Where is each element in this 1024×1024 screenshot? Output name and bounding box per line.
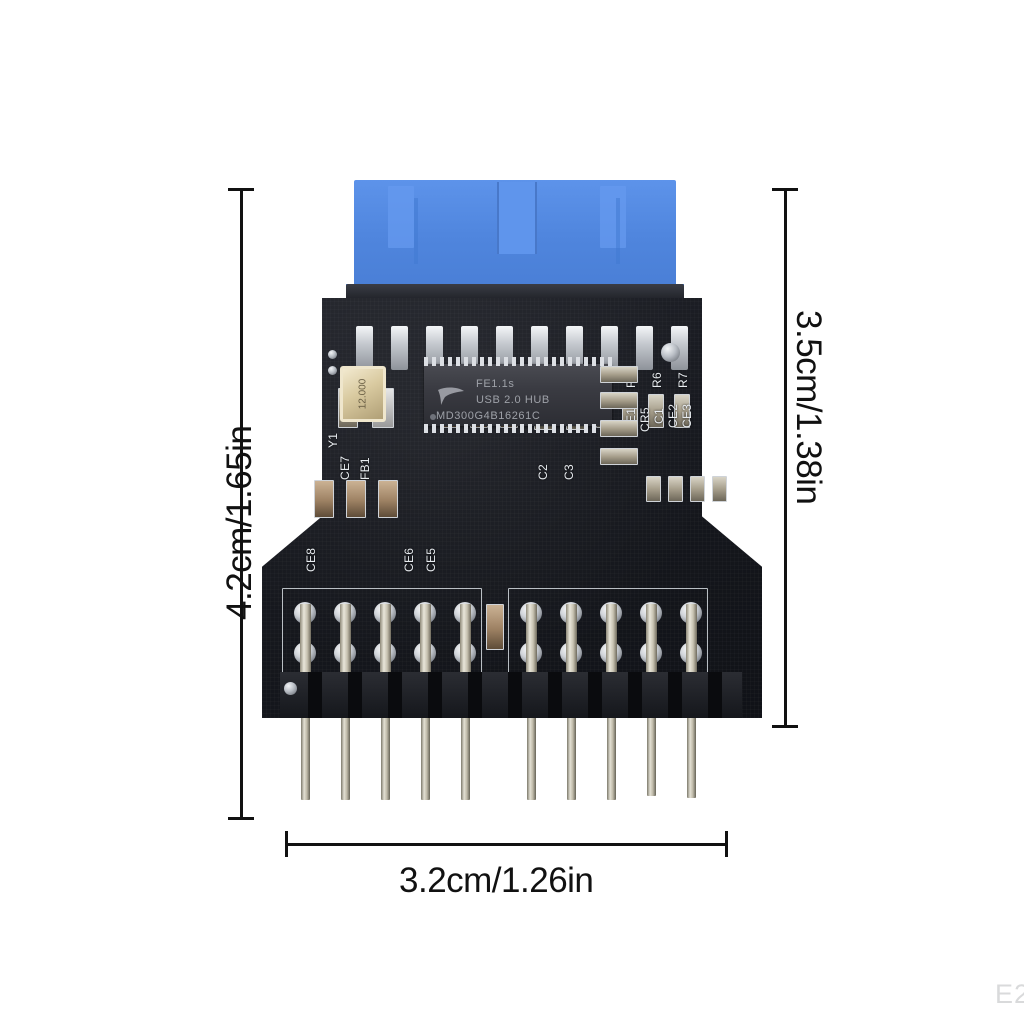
pin-shaft [646, 604, 657, 678]
solder-pad [636, 326, 653, 370]
pin-shaft [460, 604, 471, 678]
watermark-text: E2 [994, 979, 1024, 1009]
pin-shaft [606, 604, 617, 678]
silk-label-ce6: CE6 [402, 547, 416, 572]
bottom-dimension-label: 3.2cm/1.26in [399, 861, 594, 900]
pin-shaft [380, 604, 391, 678]
shroud-rib-left [388, 186, 414, 248]
silk-label-ce8: CE8 [304, 547, 318, 572]
component-ce5 [378, 480, 398, 518]
header-slot [548, 672, 562, 718]
right-dimension-cap-top [772, 188, 798, 191]
silk-label-ce2: CE2 [666, 403, 680, 428]
header-pin [301, 718, 310, 800]
silk-label-y1: Y1 [326, 432, 340, 448]
component-array-2 [668, 476, 683, 502]
header-pin [567, 718, 576, 800]
pin-shaft [300, 604, 311, 678]
via-top-left [328, 350, 337, 359]
pin-shaft [420, 604, 431, 678]
header-slot [668, 672, 682, 718]
shroud-notch-left [414, 198, 418, 264]
header-slot [348, 672, 362, 718]
solder-pad [356, 326, 373, 370]
via-top-right [661, 343, 680, 362]
header-slot [508, 672, 522, 718]
ic-marking-line1: FE1.1s [476, 378, 515, 390]
usb3-connector-shroud [346, 180, 684, 296]
bottom-dimension-cap-right [725, 831, 728, 857]
left-dimension-cap-bottom [228, 817, 254, 820]
bottom-dimension-cap-left [285, 831, 288, 857]
header-pin [607, 718, 616, 800]
header-pin [381, 718, 390, 800]
component-r6 [648, 394, 664, 428]
silk-label-r7: R7 [676, 372, 690, 388]
header-slot [428, 672, 442, 718]
silk-label-fb1: FB1 [358, 457, 372, 480]
header-pin [341, 718, 350, 800]
header-slot [708, 672, 722, 718]
left-dimension-cap-top [228, 188, 254, 191]
component-right-stack-3 [600, 420, 638, 437]
ic-marking-line2: USB 2.0 HUB [476, 394, 550, 406]
ic-pin1-dot [430, 414, 436, 420]
component-array-4 [712, 476, 727, 502]
solder-pad [391, 326, 408, 370]
component-center-cap [486, 604, 504, 650]
header-slot [468, 672, 482, 718]
silk-label-cr5: CR5 [638, 407, 652, 432]
silk-label-r6: R6 [650, 372, 664, 388]
ic-pins-bottom [424, 424, 612, 433]
via-top-left-2 [328, 366, 337, 375]
header-pin [687, 718, 696, 798]
header-pin [647, 718, 656, 796]
silk-label-c1: C1 [652, 408, 666, 424]
component-ce8 [314, 480, 334, 518]
crystal-oscillator: 12.000 [340, 366, 386, 422]
adapter-board: CE7 FB1 C6 C4 C5 C2 C3 R9 R8 R6 R7 12.00… [262, 180, 762, 830]
header-pin [527, 718, 536, 800]
ic-marking-line3: MD300G4B16261C [436, 410, 541, 422]
component-array-3 [690, 476, 705, 502]
shroud-notch-right [616, 198, 620, 264]
component-r7 [674, 394, 690, 428]
bottom-dimension-line [285, 843, 728, 846]
pin-shaft [526, 604, 537, 678]
header-pin [421, 718, 430, 800]
silk-label-ce7: CE7 [338, 455, 352, 480]
right-dimension-cap-bottom [772, 725, 798, 728]
right-dimension-label: 3.5cm/1.38in [789, 310, 828, 505]
silk-label-c3: C3 [562, 464, 576, 480]
component-array-1 [646, 476, 661, 502]
pin-shaft [340, 604, 351, 678]
header-slot [388, 672, 402, 718]
usb-hub-ic: FE1.1s USB 2.0 HUB MD300G4B16261C [424, 357, 612, 433]
shroud-key-center [497, 182, 537, 254]
component-right-stack-1 [600, 366, 638, 383]
silk-label-c2: C2 [536, 464, 550, 480]
header-slot [628, 672, 642, 718]
silk-label-ce5: CE5 [424, 547, 438, 572]
component-right-stack-2 [600, 392, 638, 409]
component-right-stack-4 [600, 448, 638, 465]
manufacturer-logo-icon [434, 384, 468, 406]
pin-header-base [280, 672, 742, 718]
mounting-hole-bottom-left [284, 682, 297, 695]
pin-shaft [686, 604, 697, 678]
left-dimension-line [240, 188, 243, 820]
shroud-rib-right [600, 186, 626, 248]
header-pin [461, 718, 470, 800]
pin-shaft [566, 604, 577, 678]
right-dimension-line [784, 188, 787, 728]
ic-pins-top [424, 357, 612, 366]
component-ce6 [346, 480, 366, 518]
silk-label-ce3: CE3 [680, 403, 694, 428]
crystal-value: 12.000 [357, 378, 369, 410]
left-dimension-label: 4.2cm/1.65in [220, 425, 259, 620]
header-slot [588, 672, 602, 718]
header-slot [308, 672, 322, 718]
